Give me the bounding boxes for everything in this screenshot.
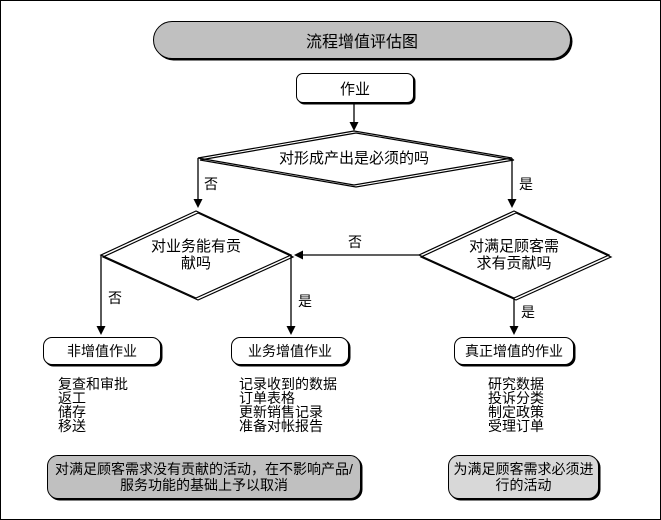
edge-label-customer-no: 否 (348, 234, 362, 250)
list-item: 储存 (58, 404, 86, 420)
title-banner: 流程增值评估图 (153, 21, 571, 59)
list-item: 准备对帐报告 (239, 418, 323, 434)
edge-label-output-yes: 是 (519, 176, 533, 192)
page-title: 流程增值评估图 (305, 34, 418, 51)
business-value-examples: 记录收到的数据 订单表格 更新销售记录 准备对帐报告 (239, 377, 337, 433)
decision-output-label: 对形成产出是必须的吗 (278, 150, 429, 167)
node-real-value-label: 真正增值的作业 (465, 343, 563, 359)
list-item: 移送 (58, 418, 86, 434)
edge-label-business-yes: 是 (298, 293, 312, 309)
decision-customer-label: 对满足顾客需求有贡献吗 (468, 238, 559, 272)
list-item: 制定政策 (488, 404, 544, 420)
list-item: 返工 (58, 390, 86, 406)
edge-label-customer-yes: 是 (521, 304, 535, 320)
non-value-examples: 复查和审批 返工 储存 移送 (58, 377, 128, 433)
list-item: 投诉分类 (488, 390, 544, 406)
list-item: 更新销售记录 (239, 404, 323, 420)
node-non-value: 非增值作业 (43, 337, 161, 365)
list-item: 复查和审批 (58, 376, 128, 392)
list-item: 记录收到的数据 (239, 376, 337, 392)
edge-label-output-no: 否 (204, 176, 218, 192)
real-value-examples: 研究数据 投诉分类 制定政策 受理订单 (488, 377, 544, 433)
decision-business-label: 对业务能有贡献吗 (150, 238, 241, 272)
note-required-text: 为满足顾客需求必须进行的活动 (453, 461, 594, 493)
list-item: 受理订单 (488, 418, 544, 434)
node-start-label: 作业 (339, 80, 370, 98)
list-item: 订单表格 (239, 390, 295, 406)
edge-label-business-no: 否 (108, 290, 122, 306)
node-real-value: 真正增值的作业 (454, 337, 574, 365)
note-eliminate-text: 对满足顾客需求没有贡献的活动，在不影响产品/服务功能的基础上予以取消 (55, 461, 353, 493)
list-item: 研究数据 (488, 376, 544, 392)
node-non-value-label: 非增值作业 (67, 343, 137, 359)
note-required: 为满足顾客需求必须进行的活动 (448, 455, 599, 499)
node-business-value-label: 业务增值作业 (248, 343, 332, 359)
node-start: 作业 (296, 73, 414, 103)
note-eliminate: 对满足顾客需求没有贡献的活动，在不影响产品/服务功能的基础上予以取消 (47, 455, 361, 499)
node-business-value: 业务增值作业 (231, 337, 349, 365)
